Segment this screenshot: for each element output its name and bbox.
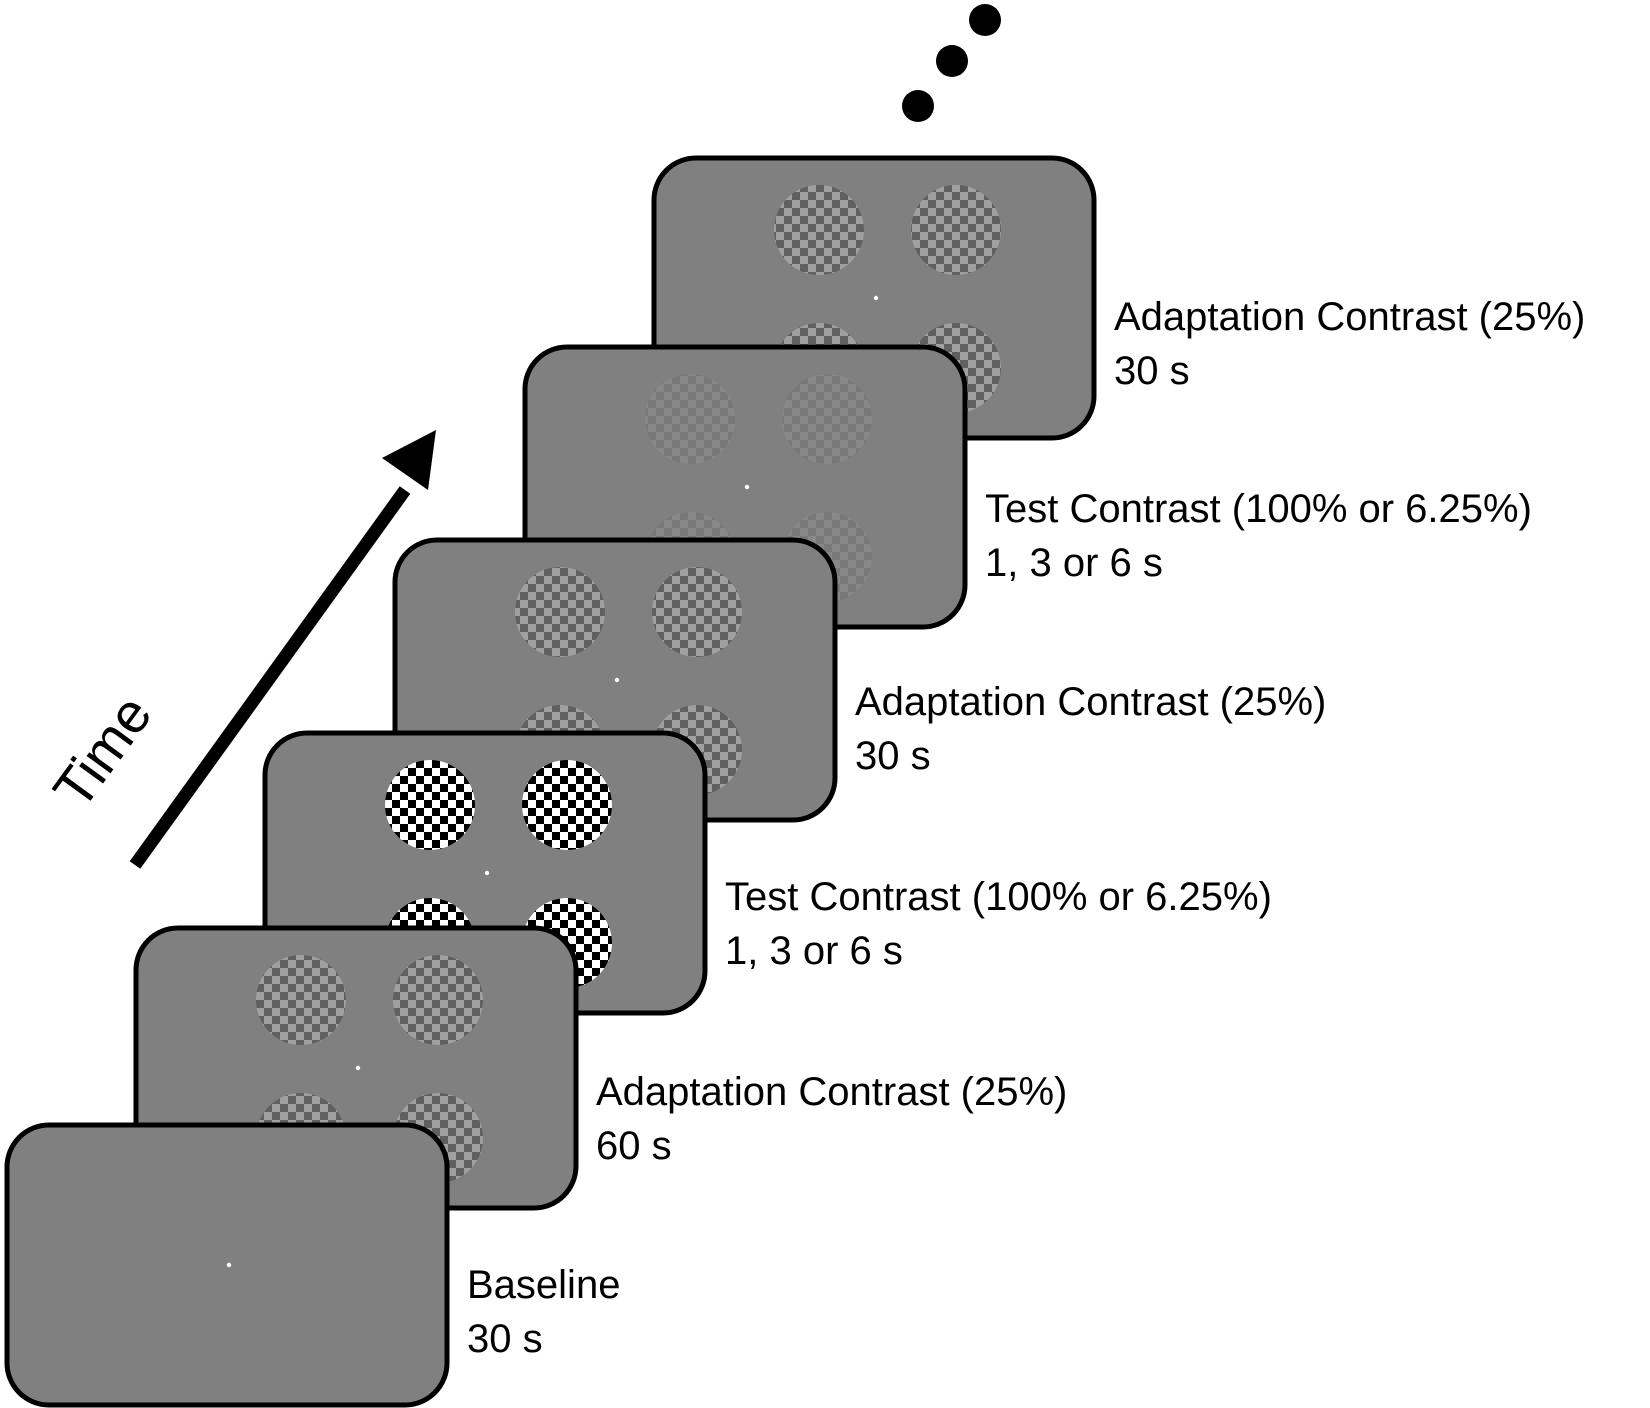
fixation-dot [484, 870, 490, 876]
checkerboard-stimulus [515, 567, 605, 657]
fixation-dot [614, 677, 620, 683]
continuation-dots [902, 4, 1001, 122]
fixation-dot [226, 1262, 232, 1268]
frame-label-condition: Baseline [467, 1263, 620, 1307]
frame-label-duration: 30 s [855, 734, 931, 778]
checkerboard-stimulus [652, 567, 742, 657]
fixation-dot [873, 295, 879, 301]
time-label: Time [41, 684, 164, 820]
frame-label-condition: Adaptation Contrast (25%) [596, 1070, 1067, 1114]
checkerboard-stimulus [256, 955, 346, 1045]
time-arrow-shaft [129, 486, 411, 869]
checkerboard-stimulus [645, 374, 735, 464]
frame-label-condition: Test Contrast (100% or 6.25%) [725, 875, 1272, 919]
checkerboard-stimulus [774, 185, 864, 275]
checkerboard-stimulus [782, 374, 872, 464]
frame-label-duration: 1, 3 or 6 s [725, 929, 903, 973]
continuation-dot [969, 4, 1001, 36]
checkerboard-stimulus [911, 185, 1001, 275]
fixation-dot [744, 484, 750, 490]
frames-layer: Adaptation Contrast (25%) 30 s Test Contra… [4, 155, 1585, 1408]
continuation-dot [936, 45, 968, 77]
checkerboard-stimulus [393, 955, 483, 1045]
frame-label-condition: Adaptation Contrast (25%) [855, 680, 1326, 724]
screen-border [4, 1122, 450, 1408]
time-arrow-head [382, 430, 436, 490]
frame-label-condition: Test Contrast (100% or 6.25%) [985, 487, 1532, 531]
frame-label-condition: Adaptation Contrast (25%) [1114, 295, 1585, 339]
frame-label-duration: 1, 3 or 6 s [985, 541, 1163, 585]
frame-label-duration: 30 s [467, 1317, 543, 1361]
fixation-dot [355, 1065, 361, 1071]
checkerboard-stimulus [522, 760, 612, 850]
time-arrow [129, 430, 436, 869]
frame-1: Baseline 30 s [4, 1122, 620, 1408]
frame-label-duration: 30 s [1114, 349, 1190, 393]
continuation-dot [902, 90, 934, 122]
checkerboard-stimulus [385, 760, 475, 850]
frame-label-duration: 60 s [596, 1124, 672, 1168]
